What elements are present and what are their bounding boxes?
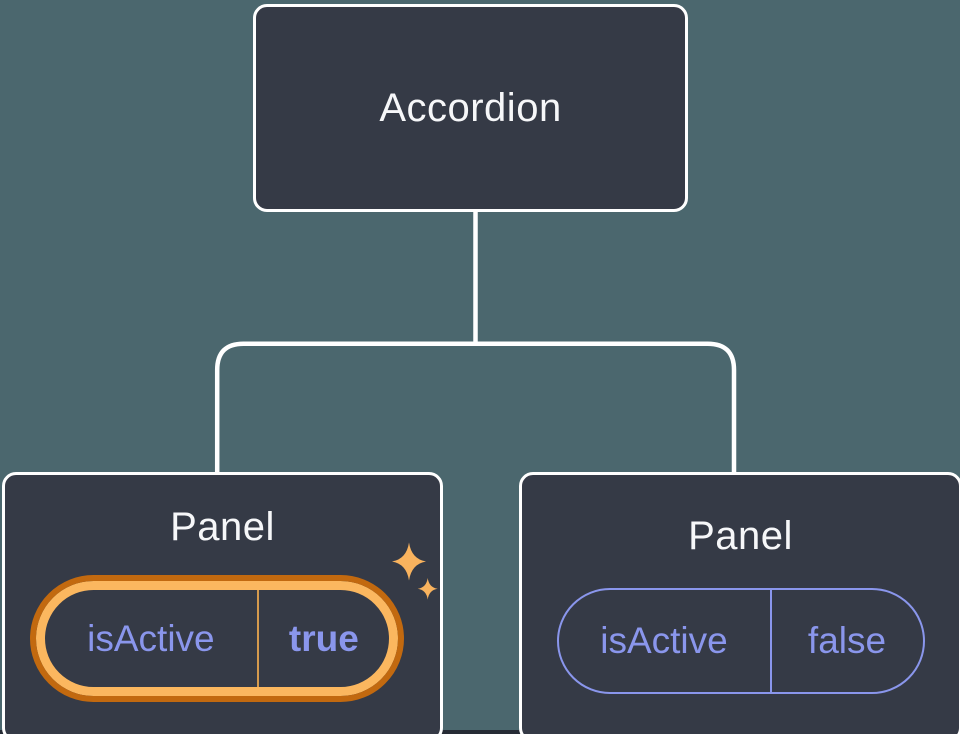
state-value: true	[288, 617, 359, 659]
state-key: isActive	[87, 617, 215, 659]
panel-title: Panel	[688, 514, 793, 558]
state-pill-active: isActive true	[30, 575, 404, 702]
node-accordion: Accordion	[253, 4, 688, 212]
state-pill-inactive: isActive false	[556, 587, 925, 694]
accordion-label: Accordion	[379, 85, 562, 130]
pill-divider	[256, 590, 259, 687]
sparkle-icon	[392, 542, 438, 600]
state-value: false	[807, 619, 887, 661]
panel-title: Panel	[170, 505, 275, 549]
state-key: isActive	[600, 619, 728, 661]
pill-divider	[769, 589, 772, 692]
node-panel-active: Panel isActive true	[2, 472, 443, 734]
node-panel-inactive: Panel isActive false	[519, 472, 960, 734]
